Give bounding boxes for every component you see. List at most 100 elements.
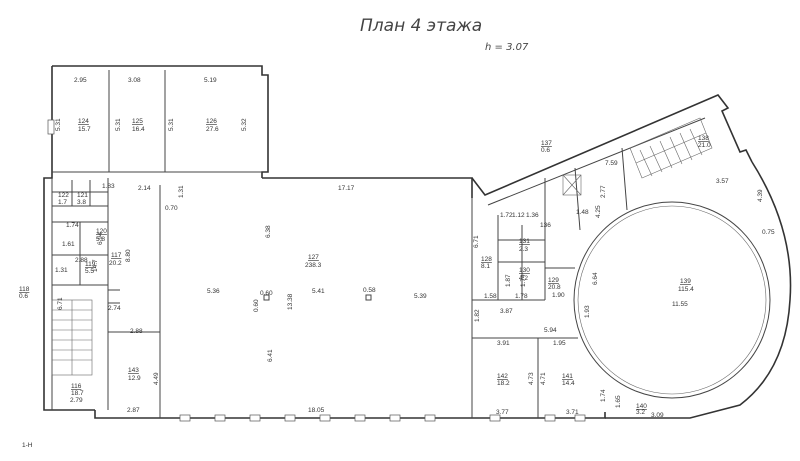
room-number: 118 [19,286,30,293]
svg-text:5.94: 5.94 [544,327,557,334]
svg-text:8.80: 8.80 [125,249,132,262]
svg-text:1.74: 1.74 [520,274,527,287]
room-area: 14.4 [562,380,575,387]
svg-text:5.31: 5.31 [115,118,122,131]
small-room-labels: 122 1.7 121 3.8 1.74 1.61 1.31 1.72 1.12… [55,192,551,274]
svg-text:3.08: 3.08 [128,77,141,84]
room-number: 116 [71,383,82,390]
svg-text:3.8: 3.8 [77,199,86,206]
svg-text:5.36: 5.36 [207,288,220,295]
staircase-left [52,300,92,375]
column [263,294,270,301]
room-area: 18.7 [71,390,84,397]
svg-text:1.72: 1.72 [500,212,513,219]
room-area: 4.2 [519,275,528,282]
room-area: 5.8 [96,236,105,243]
svg-text:4.39: 4.39 [757,189,764,202]
svg-text:4.73: 4.73 [528,372,535,385]
svg-text:1.90: 1.90 [552,292,565,299]
svg-text:4.71: 4.71 [540,372,547,385]
room-area: 20.2 [109,260,122,267]
svg-text:2.14: 2.14 [138,185,151,192]
room-area: 3.2 [636,409,645,416]
room-area: 2.3 [519,246,528,253]
svg-text:0.75: 0.75 [762,229,775,236]
room-area: 15.7 [78,126,91,133]
svg-text:1.87: 1.87 [505,274,512,287]
room-number: 125 [132,118,143,125]
svg-text:0.60: 0.60 [260,290,273,297]
svg-text:3.09: 3.09 [651,412,664,419]
room-number: 139 [680,278,691,285]
svg-text:1.65: 1.65 [615,395,622,408]
svg-text:11.55: 11.55 [672,301,688,308]
svg-text:1.83: 1.83 [102,183,115,190]
svg-text:6.71: 6.71 [473,235,480,248]
svg-text:1.58: 1.58 [484,293,497,300]
svg-text:2.74: 2.74 [108,305,121,312]
svg-text:5.41: 5.41 [312,288,325,295]
svg-text:122: 122 [58,192,69,199]
room-area: 0.6 [19,293,28,300]
svg-text:4.49: 4.49 [153,372,160,385]
svg-text:6.64: 6.64 [592,272,599,285]
svg-text:2.77: 2.77 [600,185,607,198]
room-number: 130 [519,267,530,274]
room-area: 27.6 [206,126,219,133]
svg-text:121: 121 [77,192,88,199]
svg-text:0.58: 0.58 [363,287,376,294]
dimension-labels: 2.95 3.08 5.19 5.31 5.31 5.32 5.31 17.17… [55,77,775,419]
svg-text:6.94: 6.94 [97,232,104,245]
svg-text:6.41: 6.41 [267,349,274,362]
room-area: 18.2 [497,380,510,387]
room-area: 115.4 [678,286,694,293]
room-number: 140 [636,403,647,410]
svg-text:3.91: 3.91 [497,340,510,347]
svg-text:136: 136 [540,222,551,229]
room-number: 137 [541,140,552,147]
svg-text:5.31: 5.31 [168,118,175,131]
svg-text:2.88: 2.88 [75,257,88,264]
svg-text:0.60: 0.60 [253,299,260,312]
room-number: 117 [111,252,122,259]
svg-text:1.36: 1.36 [526,212,539,219]
svg-text:2.88: 2.88 [130,328,143,335]
svg-text:5.32: 5.32 [241,118,248,131]
room-number: 119 [85,261,96,268]
svg-text:1.78: 1.78 [515,293,528,300]
svg-text:1.93: 1.93 [584,305,591,318]
room-area: 21.0 [698,142,711,149]
svg-text:6.38: 6.38 [265,225,272,238]
room-area: 0.6 [541,147,550,154]
svg-text:1.82: 1.82 [474,309,481,322]
column [365,294,372,301]
svg-text:2.79: 2.79 [70,397,83,404]
svg-text:1.12: 1.12 [512,212,525,219]
svg-text:6.71: 6.71 [57,297,64,310]
windows-bottom [47,119,586,422]
room-number: 126 [206,118,217,125]
interior-walls [51,70,628,418]
room-number: 128 [481,256,492,263]
room-area: 20.8 [548,284,561,291]
staircase-138 [629,117,713,179]
room-number: 127 [308,254,319,261]
room-labels: 124 15.7 125 16.4 126 27.6 127 238.3 117… [19,118,711,416]
sheet-label: 1-Н [22,442,33,449]
svg-text:1.31: 1.31 [55,267,68,274]
room-area: 5.5 [85,268,94,275]
room-number: 142 [497,373,508,380]
svg-text:3.77: 3.77 [496,409,509,416]
svg-text:3.71: 3.71 [566,409,579,416]
svg-text:1.7: 1.7 [58,199,67,206]
room-number: 141 [562,373,573,380]
room-area: 16.4 [132,126,145,133]
svg-text:17.17: 17.17 [338,185,355,192]
svg-text:1.74: 1.74 [600,389,607,402]
svg-text:2.87: 2.87 [127,407,140,414]
room-area: 12.9 [128,375,141,382]
svg-text:13.38: 13.38 [287,293,294,310]
svg-text:1.74: 1.74 [66,222,79,229]
svg-text:3.87: 3.87 [500,308,513,315]
